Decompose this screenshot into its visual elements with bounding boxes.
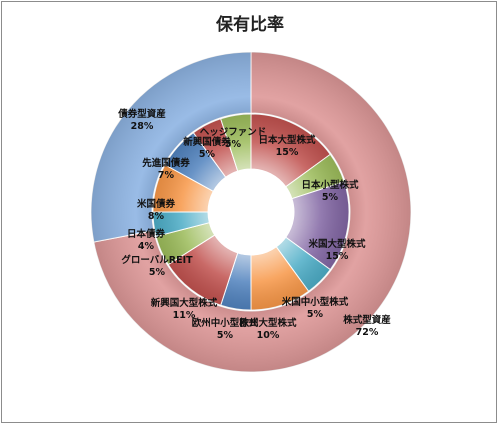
slice-percent: 28% [131, 121, 154, 132]
slice-label: 新興国債券 [183, 136, 231, 148]
slice-shade [251, 246, 309, 310]
slice-shade [156, 222, 215, 265]
slice-percent: 8% [148, 211, 165, 222]
slice-label: 日本大型株式 [258, 134, 316, 146]
outer-ring [90, 51, 412, 373]
slice-percent: 5% [149, 267, 166, 278]
slice-shade [93, 52, 411, 372]
slice-percent: 5% [199, 149, 216, 160]
slice-label: 先進国債券 [142, 157, 190, 169]
slice-percent: 5% [225, 139, 242, 150]
slice-shade [193, 118, 238, 178]
slice-label: 米国中小型株式 [281, 296, 349, 308]
slice-label: ヘッジファンド [200, 127, 267, 138]
slice-shade [153, 164, 214, 212]
slice-label: 新興国大型株式 [151, 297, 218, 309]
slice-shade [153, 212, 210, 237]
slice-percent: 5% [322, 192, 339, 203]
slice-shade [285, 154, 345, 199]
slice-label: 欧州大型株式 [239, 317, 297, 329]
slice-shade [276, 237, 331, 292]
slice-shade [90, 52, 252, 242]
slice-shade [285, 181, 349, 270]
slice-percent: 5% [307, 309, 324, 320]
slice-label: 日本小型株式 [301, 179, 359, 191]
slice-percent: 72% [356, 327, 379, 338]
slice-labels: 株式型資産72%債券型資産28%日本大型株式15%日本小型株式5%米国大型株式1… [117, 108, 391, 341]
slice-shade [168, 235, 238, 306]
slice-label: 米国大型株式 [307, 238, 366, 250]
slice-percent: 7% [158, 170, 175, 181]
slice-percent: 11% [173, 310, 196, 321]
slice-label: 株式型資産 [343, 314, 391, 326]
chart-title: 保有比率 [216, 15, 284, 35]
slice-percent: 4% [138, 241, 155, 252]
slice-shade [220, 252, 251, 310]
slice-label: グローバルREIT [121, 254, 193, 266]
slice-percent: 10% [257, 330, 280, 341]
slice-shade [165, 132, 226, 192]
slice-label: 日本債券 [127, 228, 166, 240]
slice-label: 欧州中小型株式 [192, 317, 259, 329]
slice-shade [220, 114, 251, 172]
slice-percent: 15% [326, 251, 349, 262]
slice-label: 債券型資産 [117, 108, 166, 120]
slice-percent: 5% [217, 330, 234, 341]
slice-percent: 15% [276, 147, 299, 158]
slice-label: 米国債券 [136, 198, 176, 210]
inner-ring [152, 113, 350, 311]
